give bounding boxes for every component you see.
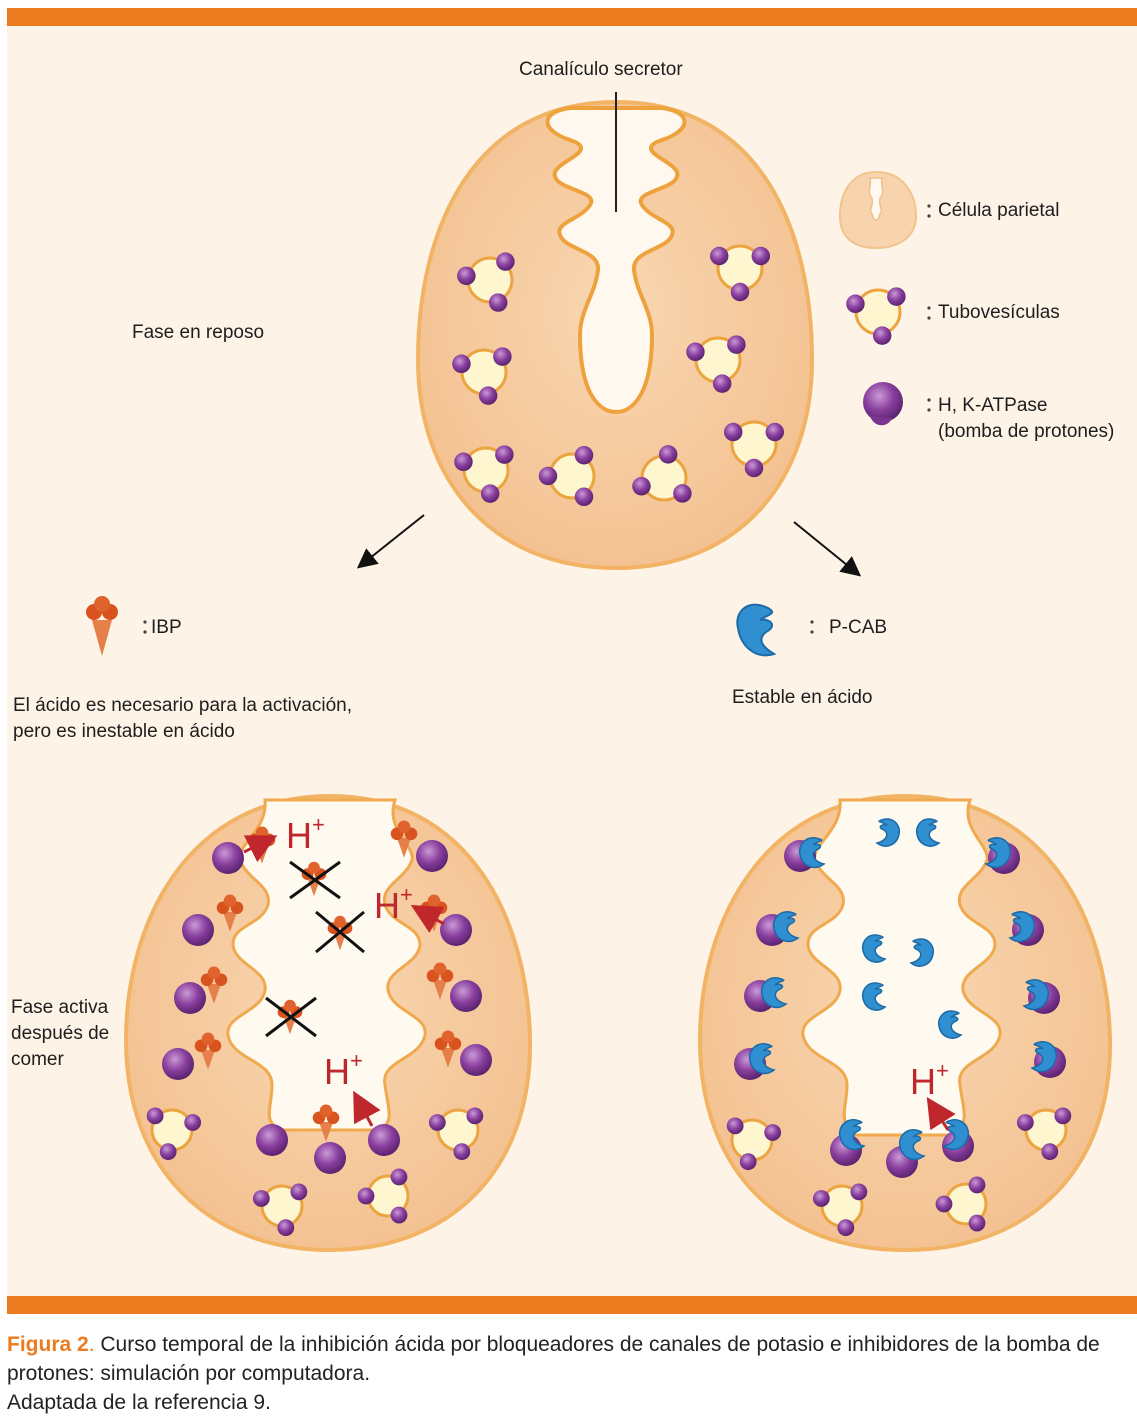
ibp-note-line2: pero es inestable en ácido	[13, 719, 235, 745]
proton-pump	[1041, 1143, 1058, 1160]
proton-pump	[160, 1143, 177, 1160]
proton-pump	[724, 423, 742, 441]
canaliculus-label: Canalículo secretor	[519, 57, 683, 83]
proton-pump	[212, 842, 244, 874]
active-phase-line3: comer	[11, 1047, 64, 1073]
proton-pump	[453, 1143, 470, 1160]
proton-pump	[710, 247, 728, 265]
proton-pump	[766, 423, 784, 441]
proton-pump	[452, 355, 470, 373]
proton-pump	[493, 347, 511, 365]
caption-source: Adaptada de la referencia 9.	[7, 1391, 271, 1414]
legend-atpase-sublabel: (bomba de protones)	[938, 419, 1114, 445]
proton-pump	[575, 446, 593, 464]
proton-pump	[887, 287, 905, 305]
proton-pump	[632, 477, 650, 495]
proton-pump	[450, 980, 482, 1012]
legend-cell-label: Célula parietal	[938, 198, 1059, 224]
proton-pump	[813, 1190, 830, 1207]
proton-pump	[745, 459, 763, 477]
proton-pump	[277, 1219, 294, 1236]
proton-pump	[391, 1169, 408, 1186]
proton-pump	[850, 1183, 867, 1200]
pcab-active-cell	[700, 796, 1110, 1250]
figure-number: Figura 2	[7, 1333, 89, 1356]
legend-tubovesicle-icon	[846, 287, 905, 345]
proton-pump	[290, 1183, 307, 1200]
proton-pump	[256, 1124, 288, 1156]
proton-pump	[174, 982, 206, 1014]
proton-pump	[479, 386, 497, 404]
proton-pump	[182, 914, 214, 946]
active-phase-line1: Fase activa	[11, 995, 108, 1021]
legend-atpase-label: H, K-ATPase	[938, 393, 1047, 419]
legend-pcab-icon	[737, 605, 774, 656]
proton-pump	[391, 1207, 408, 1224]
ibp-note-line1: El ácido es necesario para la activación…	[13, 693, 352, 719]
proton-pump	[727, 335, 745, 353]
proton-pump	[253, 1190, 270, 1207]
proton-pump	[727, 1117, 744, 1134]
proton-pump	[454, 453, 472, 471]
proton-pump	[466, 1107, 483, 1124]
active-phase-line2: después de	[11, 1021, 109, 1047]
legend-pump-icon	[863, 382, 903, 425]
proton-pump	[846, 295, 864, 313]
proton-pump	[1017, 1114, 1034, 1131]
proton-pump	[969, 1177, 986, 1194]
proton-pump	[481, 484, 499, 502]
legend-ibp-label: IBP	[151, 615, 182, 641]
proton-pump	[440, 914, 472, 946]
proton-pump	[496, 252, 514, 270]
legend-cell-icon	[840, 172, 916, 248]
proton-pump	[740, 1153, 757, 1170]
proton-pump	[162, 1048, 194, 1080]
arrow-to-pcab	[794, 522, 858, 574]
proton-pump	[184, 1114, 201, 1131]
legend-tubovesicle-label: Tubovesículas	[938, 300, 1060, 326]
proton-pump	[936, 1196, 953, 1213]
pcab-note: Estable en ácido	[732, 685, 873, 711]
proton-pump	[368, 1124, 400, 1156]
proton-pump	[1054, 1107, 1071, 1124]
legend-pcab-label: P-CAB	[829, 615, 887, 641]
proton-pump	[416, 840, 448, 872]
proton-pump	[673, 484, 691, 502]
caption-text: Curso temporal de la inhibición ácida po…	[7, 1333, 1100, 1385]
proton-pump	[539, 467, 557, 485]
proton-pump	[873, 326, 891, 344]
resting-cell	[418, 92, 812, 568]
proton-pump	[752, 247, 770, 265]
arrow-to-ibp	[360, 515, 424, 566]
proton-pump	[575, 488, 593, 506]
legend-ibp-icon	[86, 596, 118, 656]
proton-pump	[686, 343, 704, 361]
proton-pump	[358, 1188, 375, 1205]
proton-pump	[731, 283, 749, 301]
tubovesicle	[846, 287, 905, 345]
proton-pump	[713, 374, 731, 392]
proton-pump	[147, 1107, 164, 1124]
proton-pump	[659, 445, 677, 463]
proton-pump	[837, 1219, 854, 1236]
proton-pump	[764, 1124, 781, 1141]
proton-pump	[489, 293, 507, 311]
proton-pump	[495, 445, 513, 463]
resting-phase-label: Fase en reposo	[132, 320, 264, 346]
figure-caption: Figura 2. Curso temporal de la inhibició…	[7, 1330, 1137, 1417]
proton-pump	[314, 1142, 346, 1174]
proton-pump	[429, 1114, 446, 1131]
proton-pump	[457, 267, 475, 285]
proton-pump	[460, 1044, 492, 1076]
proton-pump	[969, 1215, 986, 1232]
ibp-active-cell	[126, 796, 530, 1250]
